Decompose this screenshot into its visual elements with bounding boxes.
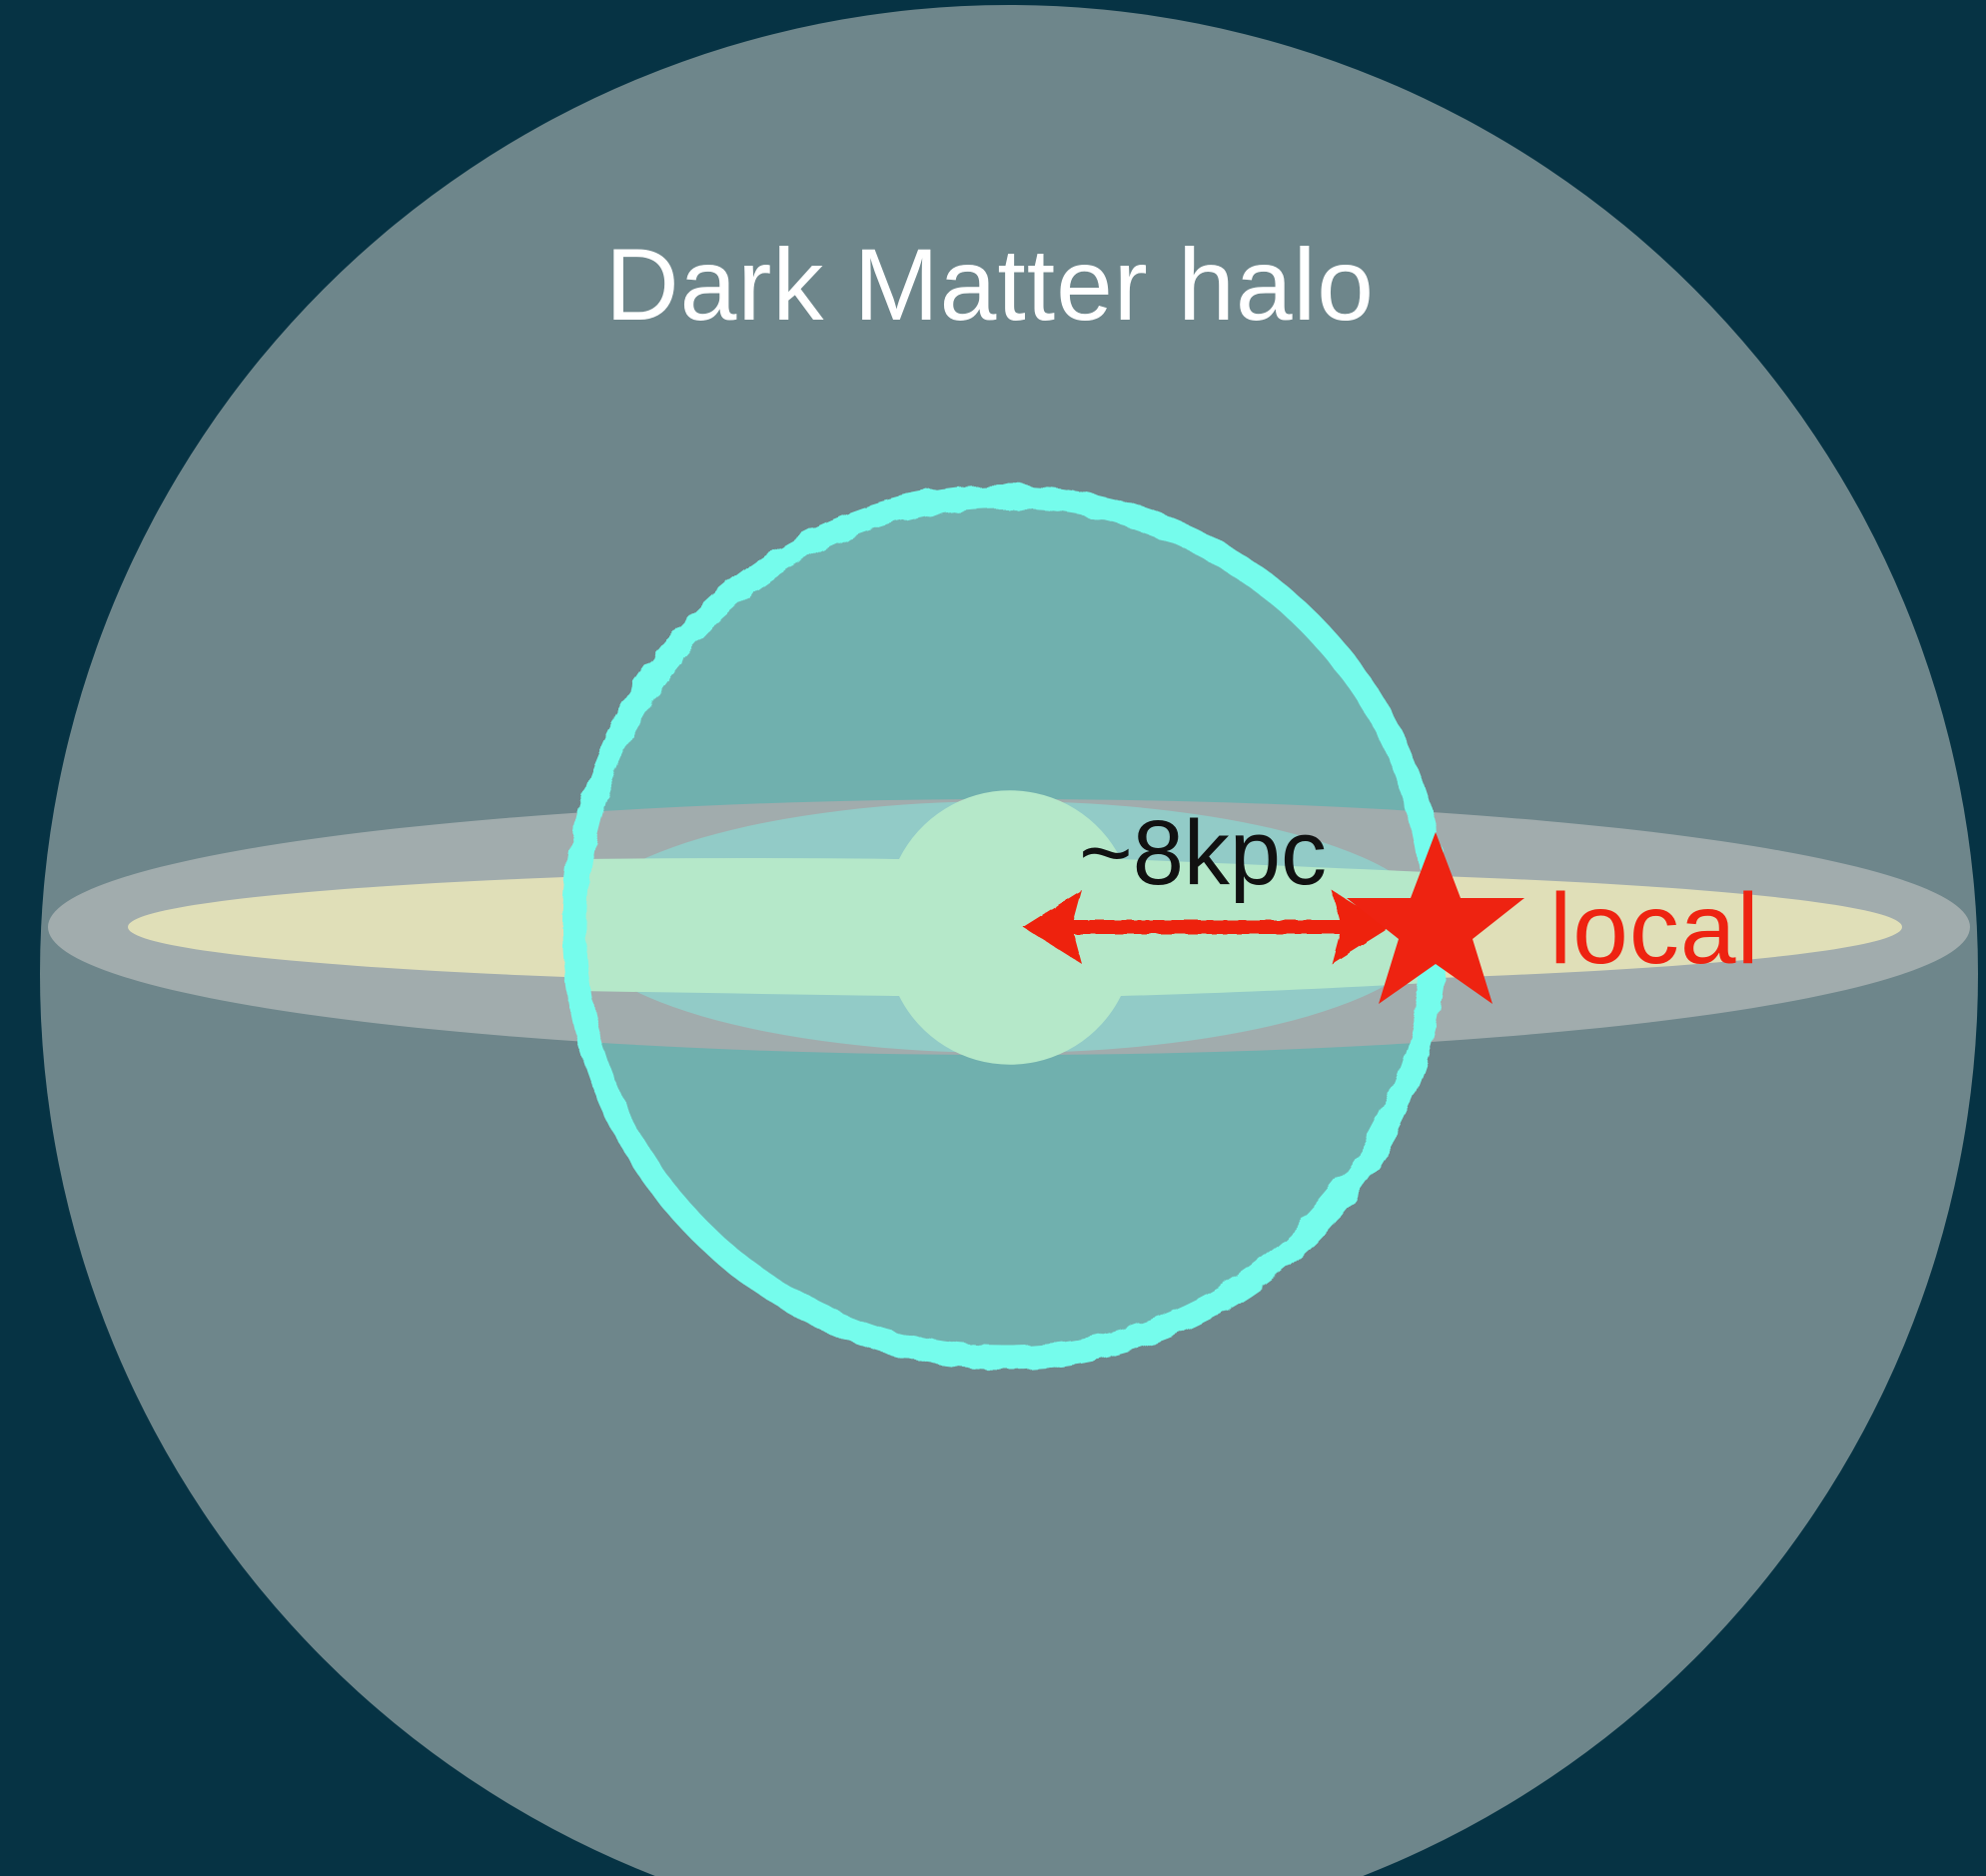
- distance-arrow: [1023, 890, 1391, 964]
- left-arrowhead: [1023, 890, 1082, 964]
- distance-label: ~8kpc: [1079, 802, 1328, 904]
- local-star-icon: [1347, 832, 1524, 1004]
- right-arrowhead: [1332, 890, 1391, 964]
- inner-disk-highlight: [577, 790, 1429, 1065]
- halo-label: Dark Matter halo: [605, 228, 1375, 342]
- local-label: local: [1549, 873, 1760, 985]
